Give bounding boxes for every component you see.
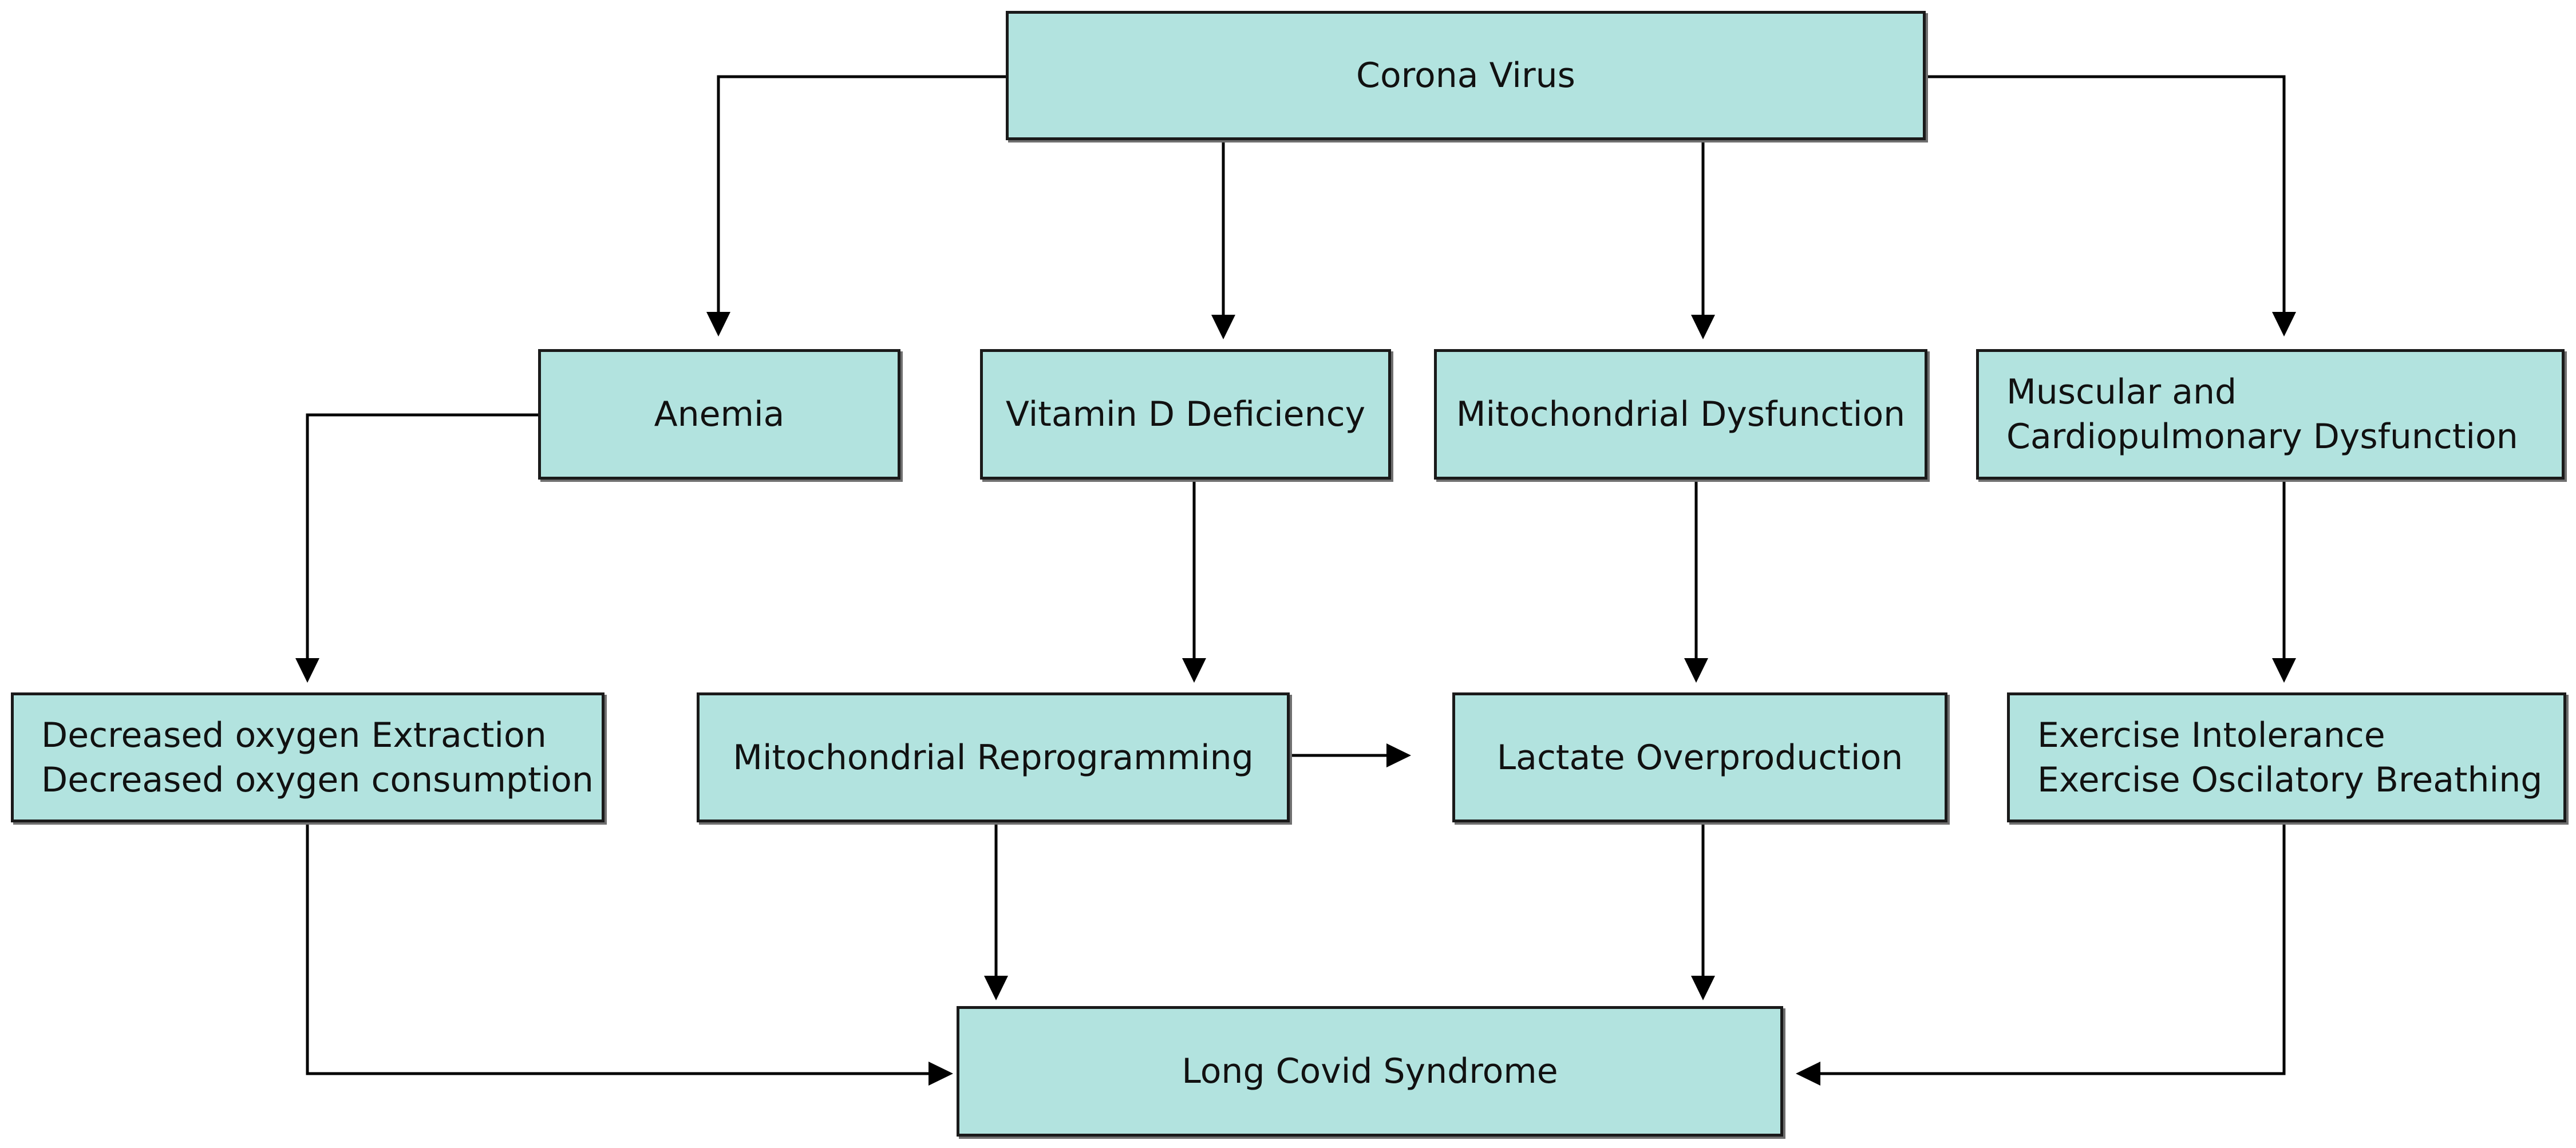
node-decreased-oxygen-line-1: Decreased oxygen Extraction — [41, 715, 547, 755]
arrowhead-mitorep-longcovid — [984, 976, 1008, 1000]
node-exercise-line-1: Exercise Intolerance — [2037, 715, 2385, 755]
node-anemia: Anemia — [538, 349, 900, 480]
node-mitochondrial-dysfunction-label: Mitochondrial Dysfunction — [1456, 394, 1906, 434]
edge-corona-anemia — [717, 75, 1006, 312]
node-corona-virus-label: Corona Virus — [1356, 56, 1575, 96]
arrowhead-oxygen — [295, 658, 319, 683]
node-muscular-cardiopulmonary: Muscular and Cardiopulmonary Dysfunction — [1976, 349, 2565, 480]
arrowhead-mitorep-lactate — [1386, 743, 1411, 767]
node-lactate-overproduction: Lactate Overproduction — [1452, 692, 1947, 822]
node-mitochondrial-dysfunction: Mitochondrial Dysfunction — [1434, 349, 1927, 480]
arrowhead-mitorep — [1182, 658, 1206, 683]
arrowhead-muscular — [2272, 312, 2296, 337]
node-anemia-label: Anemia — [654, 394, 785, 434]
node-lactate-overproduction-label: Lactate Overproduction — [1496, 737, 1903, 778]
node-decreased-oxygen: Decreased oxygen Extraction Decreased ox… — [11, 692, 605, 822]
node-mitochondrial-reprogramming-label: Mitochondrial Reprogramming — [733, 737, 1254, 778]
node-decreased-oxygen-line-2: Decreased oxygen consumption — [41, 759, 594, 800]
edge-anemia-oxygen — [306, 413, 538, 658]
arrowhead-anemia — [706, 312, 730, 337]
edge-corona-muscular — [1926, 75, 2286, 312]
arrowhead-vitd — [1211, 315, 1235, 339]
edge-oxygen-longcovid — [306, 822, 929, 1075]
node-exercise-line-2: Exercise Oscilatory Breathing — [2037, 759, 2543, 800]
arrowhead-lactate — [1684, 658, 1708, 683]
node-corona-virus: Corona Virus — [1006, 11, 1926, 140]
node-long-covid-syndrome-label: Long Covid Syndrome — [1182, 1051, 1558, 1091]
arrowhead-lactate-longcovid — [1691, 976, 1715, 1000]
arrowhead-exercise-longcovid — [1796, 1062, 1820, 1086]
node-long-covid-syndrome: Long Covid Syndrome — [957, 1006, 1783, 1137]
arrowhead-exercise — [2272, 658, 2296, 683]
node-muscular-line-1: Muscular and — [2006, 372, 2237, 412]
arrowhead-mitodys — [1691, 315, 1715, 339]
node-mitochondrial-reprogramming: Mitochondrial Reprogramming — [697, 692, 1290, 822]
node-muscular-line-2: Cardiopulmonary Dysfunction — [2006, 417, 2518, 457]
arrowhead-oxygen-longcovid — [929, 1062, 953, 1086]
edge-exercise-longcovid — [1820, 822, 2286, 1075]
node-vitamin-d-deficiency: Vitamin D Deficiency — [980, 349, 1391, 480]
node-exercise-intolerance: Exercise Intolerance Exercise Oscilatory… — [2007, 692, 2566, 822]
node-vitamin-d-deficiency-label: Vitamin D Deficiency — [1005, 394, 1366, 434]
